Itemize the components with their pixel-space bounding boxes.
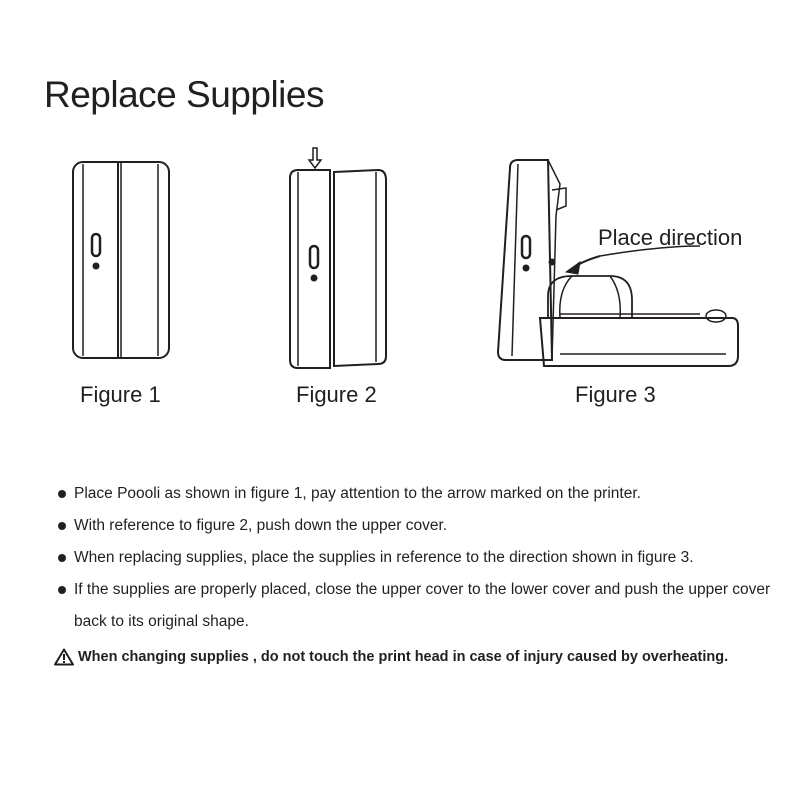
bullet-icon [58, 522, 66, 530]
figure1-printer-closed [72, 161, 170, 359]
instruction-item: When replacing supplies, place the suppl… [56, 542, 786, 574]
warning-triangle-icon [54, 648, 74, 666]
instruction-text: If the supplies are properly placed, clo… [74, 581, 771, 630]
warning-notice: When changing supplies , do not touch th… [54, 648, 728, 666]
bullet-icon [58, 586, 66, 594]
figure1-caption: Figure 1 [80, 382, 161, 407]
instruction-text: When replacing supplies, place the suppl… [74, 549, 694, 566]
instruction-item: With reference to figure 2, push down th… [56, 510, 786, 542]
figure3-caption: Figure 3 [575, 382, 656, 407]
place-direction-label: Place direction [598, 225, 743, 250]
figure3-printer-open [496, 159, 739, 367]
bullet-icon [58, 554, 66, 562]
instruction-text: Place Poooli as shown in figure 1, pay a… [74, 485, 641, 502]
warning-text: When changing supplies , do not touch th… [78, 649, 729, 665]
figure2-caption: Figure 2 [296, 382, 377, 407]
instruction-text: With reference to figure 2, push down th… [74, 517, 448, 534]
instruction-list: Place Poooli as shown in figure 1, pay a… [56, 478, 786, 638]
figure2-printer-push [289, 147, 387, 369]
page-title: Replace Supplies [44, 74, 324, 115]
instruction-item: If the supplies are properly placed, clo… [56, 574, 786, 638]
instruction-item: Place Poooli as shown in figure 1, pay a… [56, 478, 786, 510]
figures-illustration [72, 147, 739, 369]
bullet-icon [58, 490, 66, 498]
